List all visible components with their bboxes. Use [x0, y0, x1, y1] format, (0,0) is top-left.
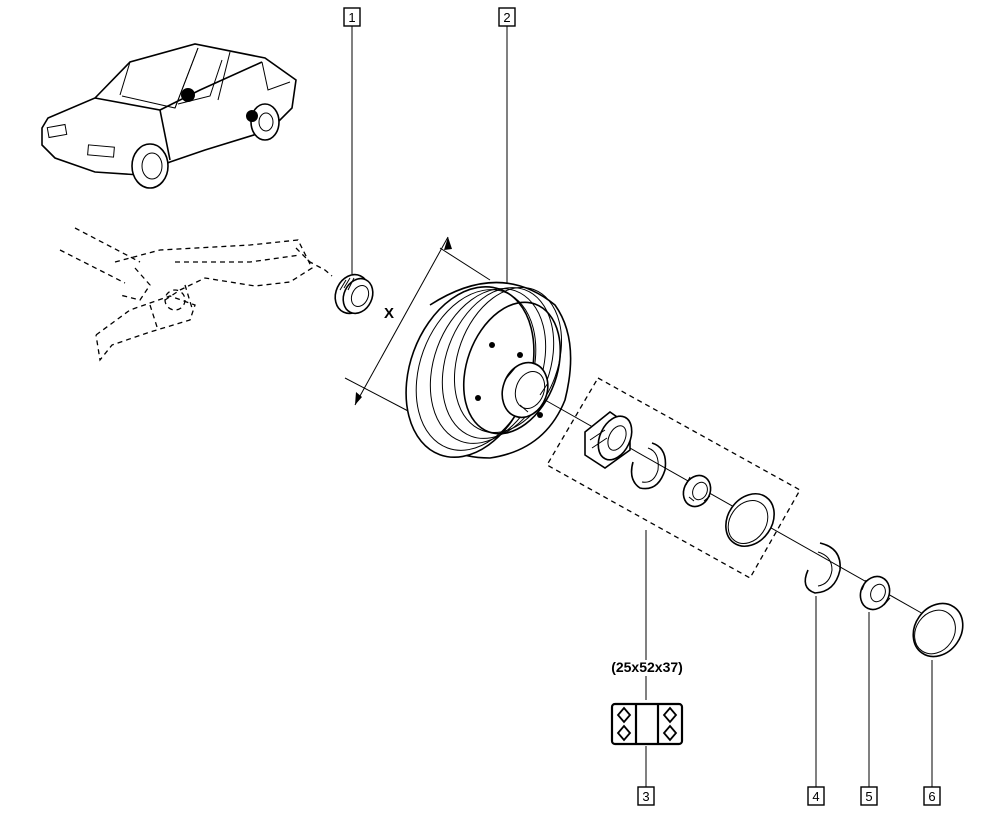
- dimension-x: [344, 236, 491, 413]
- kit-circlip: [630, 442, 667, 490]
- part-5-nut: [859, 575, 891, 611]
- dimension-x-label: X: [384, 305, 394, 322]
- kit-cap: [725, 493, 775, 547]
- callout-2: 2: [498, 7, 516, 27]
- bearing-symbol-icon: [610, 702, 684, 746]
- part-6-dust-cap: [912, 602, 964, 658]
- car-icon: [41, 43, 297, 189]
- callout-1: 1: [343, 7, 361, 27]
- rear-axle-outline: [59, 227, 333, 362]
- part-4-circlip: [804, 542, 841, 594]
- callout-2-label: 2: [503, 10, 510, 25]
- callout-1-label: 1: [348, 10, 355, 25]
- part-1-bearing-ring: [334, 273, 374, 315]
- kit-box: [546, 377, 801, 579]
- callout-4-label: 4: [812, 789, 819, 804]
- bearing-size-label: (25x52x37): [611, 659, 683, 675]
- callout-6-label: 6: [928, 789, 935, 804]
- callout-6: 6: [923, 786, 941, 806]
- callout-3-label: 3: [642, 789, 649, 804]
- kit-bearing: [584, 411, 633, 469]
- callout-5-label: 5: [865, 789, 872, 804]
- kit-nut: [682, 474, 712, 508]
- callout-3: 3: [637, 786, 655, 806]
- callout-5: 5: [860, 786, 878, 806]
- part-2-brake-drum: [405, 281, 572, 459]
- callout-4: 4: [807, 786, 825, 806]
